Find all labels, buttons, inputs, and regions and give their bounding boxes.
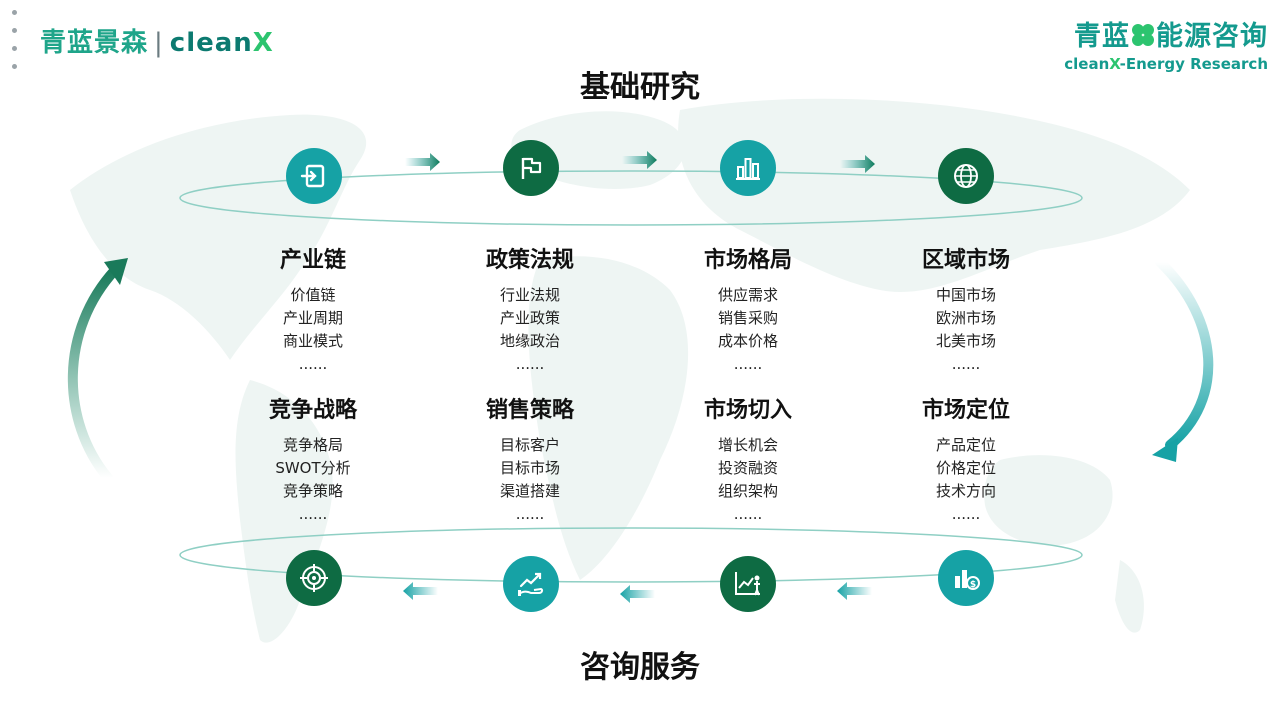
presenter-chart-icon — [720, 556, 776, 612]
list-item: ...... — [298, 355, 328, 373]
column-regional-market: 区域市场 中国市场 欧洲市场 北美市场 ...... — [866, 242, 1066, 376]
column-competitive-strategy: 竞争战略 竞争格局 SWOT分析 竞争策略 ...... — [213, 392, 413, 526]
list-item: 产业周期 — [282, 309, 343, 327]
list-item: ...... — [951, 505, 981, 523]
title-consulting-service: 咨询服务 — [580, 650, 700, 685]
target-icon — [286, 550, 342, 606]
list-item: 竞争策略 — [282, 482, 343, 500]
list-item: 欧洲市场 — [935, 309, 996, 327]
list-item: 销售采购 — [717, 309, 778, 327]
list-item: 目标客户 — [499, 436, 560, 454]
list-item: 产业政策 — [499, 309, 560, 327]
svg-text:$: $ — [970, 580, 976, 590]
column-heading: 销售策略 — [485, 398, 574, 423]
column-sales-strategy: 销售策略 目标客户 目标市场 渠道搭建 ...... — [430, 392, 630, 526]
list-item: 目标市场 — [499, 459, 560, 477]
arrow-right-3 — [840, 155, 875, 173]
list-item: 增长机会 — [717, 436, 778, 454]
bar-chart-icon — [720, 140, 776, 196]
logo-right-en-b: -Energy Research — [1119, 55, 1268, 73]
list-item: ...... — [515, 505, 545, 523]
column-heading: 政策法规 — [485, 248, 574, 273]
column-market-positioning: 市场定位 产品定位 价格定位 技术方向 ...... — [866, 392, 1066, 526]
column-heading: 市场格局 — [703, 248, 792, 273]
list-item: ...... — [515, 355, 545, 373]
list-item: ...... — [733, 355, 763, 373]
column-industry-chain: 产业链 价值链 产业周期 商业模式 ...... — [213, 242, 413, 376]
list-item: 地缘政治 — [499, 332, 560, 350]
arrow-left-2 — [620, 585, 655, 603]
arrow-left-1 — [403, 582, 438, 600]
list-item: 竞争格局 — [282, 436, 343, 454]
list-item: 北美市场 — [935, 332, 996, 350]
logo-right-cn-a: 青蓝 — [1074, 21, 1130, 52]
logo-left-clean: clean — [169, 27, 253, 58]
logo-left-x: X — [252, 27, 274, 58]
bottom-orbit-ellipse — [179, 527, 1083, 583]
logo-right-cn: 青蓝能源咨询 — [1064, 14, 1268, 53]
logo-right-en-a: clean — [1064, 55, 1110, 73]
dots-decoration — [10, 8, 26, 72]
list-item: SWOT分析 — [275, 459, 351, 477]
flag-icon — [503, 140, 559, 196]
globe-icon — [938, 148, 994, 204]
column-heading: 区域市场 — [921, 248, 1010, 273]
money-chart-icon: $ — [938, 550, 994, 606]
logo-left-cn: 青蓝景森 — [40, 27, 149, 58]
column-heading: 竞争战略 — [268, 398, 357, 423]
list-item: 行业法规 — [499, 286, 560, 304]
column-policy-regulation: 政策法规 行业法规 产业政策 地缘政治 ...... — [430, 242, 630, 376]
list-item: ...... — [298, 505, 328, 523]
curved-arrow-right — [1152, 257, 1214, 462]
list-item: 技术方向 — [935, 482, 996, 500]
column-market-landscape: 市场格局 供应需求 销售采购 成本价格 ...... — [648, 242, 848, 376]
list-item: 成本价格 — [717, 332, 778, 350]
list-item: ...... — [951, 355, 981, 373]
logo-left-text: 青蓝景森|cleanX — [40, 22, 274, 59]
list-item: 商业模式 — [282, 332, 343, 350]
logo-right-cn-b: 能源咨询 — [1156, 21, 1268, 52]
logo-right: 青蓝能源咨询 cleanX-Energy Research — [1064, 14, 1268, 73]
growth-hand-icon — [503, 556, 559, 612]
list-item: 供应需求 — [717, 286, 778, 304]
list-item: 组织架构 — [717, 482, 778, 500]
arrow-left-3 — [837, 582, 872, 600]
list-item: 中国市场 — [935, 286, 996, 304]
list-item: 投资融资 — [717, 459, 778, 477]
list-item: 价值链 — [290, 286, 336, 304]
column-heading: 市场定位 — [921, 398, 1010, 423]
list-item: 渠道搭建 — [499, 482, 560, 500]
clover-icon — [1132, 24, 1154, 46]
column-market-entry: 市场切入 增长机会 投资融资 组织架构 ...... — [648, 392, 848, 526]
list-item: 价格定位 — [935, 459, 996, 477]
arrow-right-1 — [405, 153, 440, 171]
logo-left-separator: | — [154, 27, 164, 58]
title-basic-research: 基础研究 — [580, 70, 700, 105]
login-icon — [286, 148, 342, 204]
curved-arrow-left — [67, 258, 128, 483]
list-item: 产品定位 — [935, 436, 996, 454]
logo-right-en: cleanX-Energy Research — [1064, 55, 1268, 73]
column-heading: 市场切入 — [703, 398, 792, 423]
top-orbit-ellipse — [179, 170, 1083, 226]
logo-left: 青蓝景森|cleanX — [10, 8, 274, 72]
column-heading: 产业链 — [279, 248, 346, 273]
arrow-right-2 — [622, 151, 657, 169]
list-item: ...... — [733, 505, 763, 523]
logo-right-en-x: X — [1109, 55, 1120, 73]
